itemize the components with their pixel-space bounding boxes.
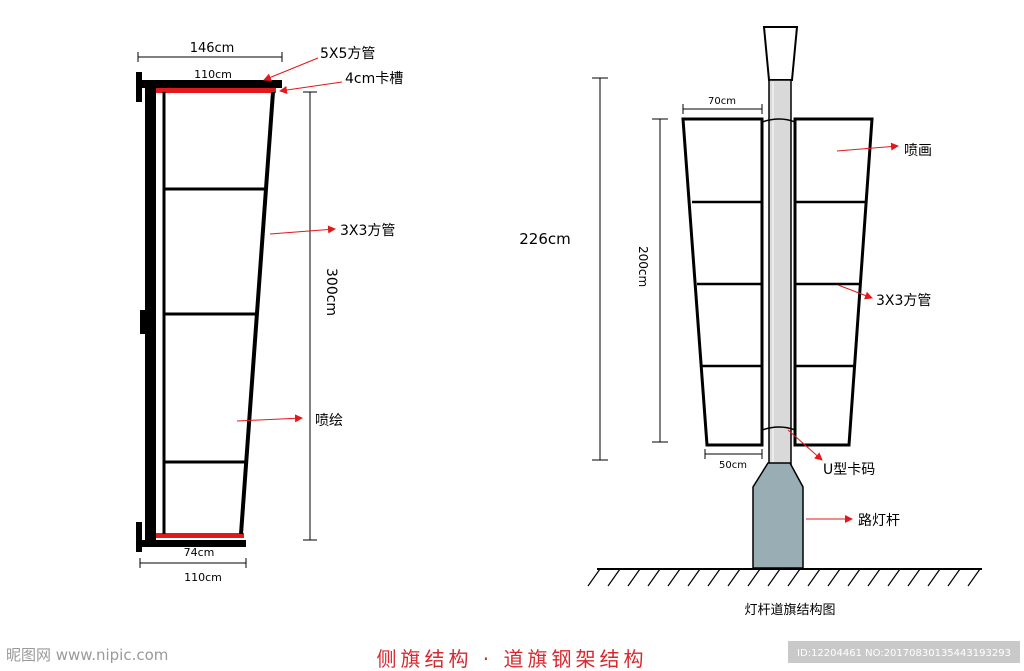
watermark-id-bg <box>788 641 1020 663</box>
dim-total-height-label: 226cm <box>519 230 571 248</box>
note-print: 喷画 <box>904 143 932 159</box>
dim-top-inner-label: 110cm <box>194 68 232 81</box>
bottom-arm-tube <box>138 540 246 547</box>
road-flag-caption: 灯杆道旗结构图 <box>744 602 835 618</box>
watermark-right: ID:12204461 NO:20170830135443193293 <box>797 648 1011 659</box>
dim-panel-height-label: 200cm <box>636 246 650 287</box>
road-flag-structure: 226cm 200cm 70cm 50cm 喷画 3X3方管 U型卡码 路灯杆 <box>519 26 982 618</box>
dim-height-label: 300cm <box>323 268 339 316</box>
callout-arrow-clamp <box>787 429 823 461</box>
dim-bottom-total-label: 110cm <box>184 571 222 584</box>
watermark: 昵图网 www.nipic.com ID:12204461 NO:2017083… <box>6 641 1020 664</box>
upper-pole-tube <box>768 79 792 466</box>
frame-slanted-rail <box>239 91 275 535</box>
dim-top-width-label: 70cm <box>708 96 736 107</box>
right-panel-frame <box>793 117 874 447</box>
note-print: 喷绘 <box>315 413 343 429</box>
note-clamp: U型卡码 <box>823 462 875 478</box>
ground-hatching <box>587 568 981 587</box>
u-clamp-top <box>761 118 796 123</box>
dim-bottom-width-label: 50cm <box>719 460 747 471</box>
bottom-title: 侧旗结构 · 道旗钢架结构 <box>376 647 647 671</box>
callout-arrow-print <box>236 414 303 423</box>
callout-arrow-top-tube <box>263 57 319 82</box>
note-slot: 4cm卡槽 <box>345 71 403 87</box>
note-top-tube: 5X5方管 <box>320 46 375 62</box>
dim-top-total-label: 146cm <box>190 41 235 56</box>
bottom-slot <box>156 533 244 538</box>
street-lamp-pole <box>752 462 804 569</box>
bottom-bracket <box>136 522 142 552</box>
note-frame-tube: 3X3方管 <box>340 223 395 239</box>
mid-bracket <box>140 310 146 334</box>
callout-arrow-print <box>836 142 899 152</box>
lamp-head <box>762 26 799 81</box>
side-flag-structure: 146cm 110cm 300cm 74cm 110cm 5X5方管 4cm卡槽… <box>136 41 403 584</box>
top-arm-tube <box>138 80 282 88</box>
watermark-left: 昵图网 www.nipic.com <box>6 646 168 664</box>
callout-arrow-frame-tube <box>269 225 336 235</box>
note-frame-tube: 3X3方管 <box>876 293 931 309</box>
note-pole: 路灯杆 <box>858 513 900 529</box>
callout-arrow-slot <box>279 81 343 94</box>
top-slot <box>156 88 276 93</box>
dim-bottom-inner-label: 74cm <box>184 546 215 559</box>
callout-arrow-frame-tube <box>837 284 873 300</box>
u-clamp-bottom <box>761 426 796 431</box>
left-panel-frame <box>681 117 764 447</box>
side-flag-mast <box>145 80 156 540</box>
